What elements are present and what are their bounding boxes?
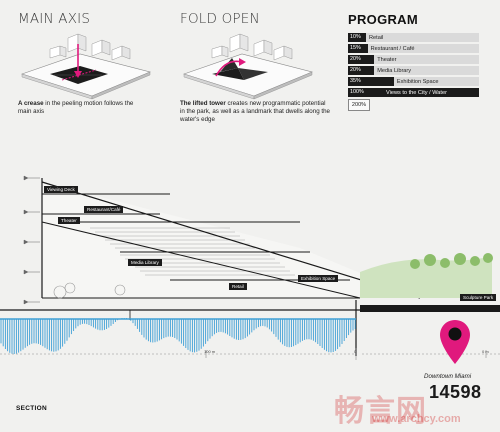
- fold-open-caption-text: creates new programmatic potential in th…: [180, 100, 330, 123]
- location-pin-icon: [440, 320, 470, 364]
- main-axis-heading: MAIN AXIS: [18, 11, 91, 27]
- tag-exhibition-space: Exhibition Space: [298, 275, 339, 282]
- program-name: Retail: [369, 34, 384, 41]
- program-total: 200%: [348, 99, 370, 111]
- watermark-url: www.archcy.com: [372, 413, 461, 425]
- program-name: Exhibition Space: [396, 78, 439, 85]
- tag-restaurant: Restaurant/Café: [84, 206, 124, 213]
- main-axis-caption-bold: A crease: [18, 100, 44, 107]
- downtown-count: 14598: [429, 382, 482, 402]
- program-bar: 20%: [348, 55, 375, 64]
- program-bar: 20%: [348, 66, 375, 75]
- program-name: Views to the City / Water: [386, 89, 447, 96]
- water-level-bars: [0, 318, 356, 354]
- program-percent: 10%: [350, 34, 361, 40]
- scale-mark-right: 0 m: [482, 349, 489, 354]
- downtown-label: Downtown Miami: [424, 373, 472, 380]
- tag-retail: Retail: [229, 283, 247, 290]
- program-name: Theater: [377, 56, 397, 63]
- scale-mark-100m: 100 m: [204, 349, 216, 354]
- program-percent: 20%: [350, 56, 361, 62]
- program-bar: 10%: [348, 33, 366, 42]
- main-axis-caption-text: in the peeling motion follows the main a…: [18, 100, 134, 115]
- program-title: PROGRAM: [348, 12, 418, 27]
- program-row: 15% Restaurant / Café: [348, 44, 479, 53]
- tag-viewing-deck: Viewing Deck: [44, 186, 78, 193]
- fold-open-caption: The lifted tower creates new programmati…: [180, 100, 330, 124]
- program-bar: 100%: [348, 88, 479, 97]
- program-row: 10% Retail: [348, 33, 479, 42]
- main-axis-caption: A crease in the peeling motion follows t…: [18, 100, 138, 116]
- program-percent: 20%: [350, 67, 361, 73]
- program-percent: 15%: [350, 45, 361, 51]
- program-bar: 15%: [348, 44, 368, 53]
- main-axis-model-drawing: [21, 33, 151, 100]
- fold-open-heading: FOLD OPEN: [180, 11, 260, 27]
- program-percent: 35%: [350, 78, 361, 84]
- tag-theater: Theater: [58, 217, 80, 224]
- watermark-logo: 畅言网: [334, 394, 427, 429]
- building-section-drawing: [0, 175, 500, 360]
- section-label: SECTION: [16, 405, 47, 412]
- fold-open-caption-bold: The lifted tower: [180, 100, 226, 107]
- program-name: Restaurant / Café: [370, 45, 415, 52]
- scale-mark-zero: 0: [354, 349, 357, 354]
- program-name: Media Library: [377, 67, 412, 74]
- program-row: 20% Media Library: [348, 66, 479, 75]
- tag-media-library: Media Library: [128, 259, 162, 266]
- fold-open-model-drawing: [183, 33, 313, 100]
- program-bar: 35%: [348, 77, 394, 86]
- program-row: 35% Exhibition Space: [348, 77, 479, 86]
- tag-sculpture-park: Sculpture Park: [460, 294, 497, 301]
- program-row: 100% Views to the City / Water: [348, 88, 479, 97]
- program-row: 20% Theater: [348, 55, 479, 64]
- program-percent: 100%: [350, 89, 364, 95]
